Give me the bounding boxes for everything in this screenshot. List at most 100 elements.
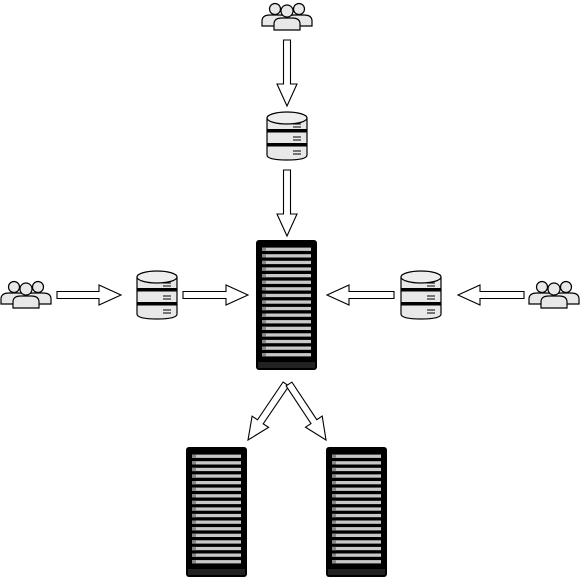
server-rack-led [262,300,266,304]
users-left-icon [0,280,52,309]
server-rack-bottom-right-icon [326,447,387,577]
server-rack-led [332,461,336,465]
server-rack-led [192,520,196,524]
database-right-icon [400,270,442,320]
server-rack-slot [262,353,311,357]
server-rack-slot [192,454,241,458]
server-rack-slot [332,461,381,465]
server-rack-slot [332,500,381,505]
server-rack-slot [262,254,311,258]
server-rack-slot [262,320,311,324]
server-rack-slot [192,467,241,472]
server-rack-led [262,274,266,278]
arrow-database-right-to-server-center [325,284,395,306]
server-rack-led [262,339,266,344]
server-rack-slot [262,274,311,278]
server-rack-led [332,494,336,498]
server-rack-bottom-left-icon [186,447,247,577]
server-rack-slot [262,339,311,344]
server-rack-slot [332,513,381,518]
server-rack-slot [332,533,381,537]
server-rack-led [262,313,266,317]
server-rack-slot [192,507,241,511]
server-rack-led [262,254,266,258]
server-rack-led [262,267,266,271]
server-rack-slot [332,467,381,472]
server-rack-slot [192,481,241,485]
server-rack-led [192,467,196,472]
server-rack-led [332,533,336,537]
server-rack-slot [192,520,241,524]
server-rack-led [192,533,196,537]
server-rack-slot [262,280,311,284]
arrow-users-right-to-database-right [456,284,525,306]
server-rack-slot [262,306,311,311]
server-rack-slot [332,474,381,478]
server-rack-slot [332,560,381,564]
server-rack-slot [332,553,381,557]
server-rack-led [332,454,336,458]
server-rack-slot [332,540,381,544]
server-rack-slot [262,287,311,291]
server-rack-led [332,527,336,531]
server-rack-body [186,447,247,577]
server-rack-slot [262,247,311,251]
server-rack-led [192,527,196,531]
server-rack-body [256,240,317,370]
users-right-icon [528,280,580,309]
server-rack-led [262,247,266,251]
server-rack-slot [192,527,241,531]
server-rack-led [262,346,266,350]
server-rack-led [332,500,336,505]
arrow-database-top-to-server-center [276,169,298,238]
server-rack-led [192,494,196,498]
server-rack-led [192,507,196,511]
server-rack-slot [262,346,311,350]
server-rack-led [332,560,336,564]
server-rack-led [332,540,336,544]
server-rack-led [192,540,196,544]
server-rack-slot [262,333,311,337]
server-rack-slot [192,553,241,557]
server-rack-led [192,553,196,557]
server-rack-slot [262,267,311,271]
server-rack-slot [332,546,381,551]
server-rack-led [332,520,336,524]
server-rack-slot [332,481,381,485]
server-rack-led [262,326,266,330]
server-rack-center-icon [256,240,317,370]
server-rack-led [332,513,336,518]
server-rack-led [262,293,266,298]
server-rack-slot [192,500,241,505]
server-rack-led [192,560,196,564]
users-top-icon [261,2,313,31]
server-rack-led [262,353,266,357]
server-rack-slot [192,533,241,537]
server-rack-led [332,553,336,557]
server-rack-slot [332,507,381,511]
server-rack-slot [262,300,311,304]
server-rack-slot [262,326,311,330]
server-rack-slot [192,546,241,551]
server-rack-base [188,569,245,575]
server-rack-led [262,333,266,337]
server-rack-led [332,487,336,491]
server-rack-slot [192,494,241,498]
server-rack-led [192,474,196,478]
server-rack-led [262,306,266,311]
server-rack-led [192,546,196,551]
arrow-users-top-to-database-top [276,39,298,108]
server-rack-led [262,287,266,291]
server-rack-slot [262,260,311,265]
server-rack-slot [332,494,381,498]
database-top-icon [266,111,308,161]
server-rack-slot [192,560,241,564]
server-rack-slot [192,474,241,478]
server-rack-slot [192,540,241,544]
server-rack-base [258,362,315,368]
server-rack-slot [332,454,381,458]
server-rack-led [262,260,266,265]
arrow-database-left-to-server-center [182,284,250,306]
arrow-server-center-to-server-bottom-right [285,381,327,442]
